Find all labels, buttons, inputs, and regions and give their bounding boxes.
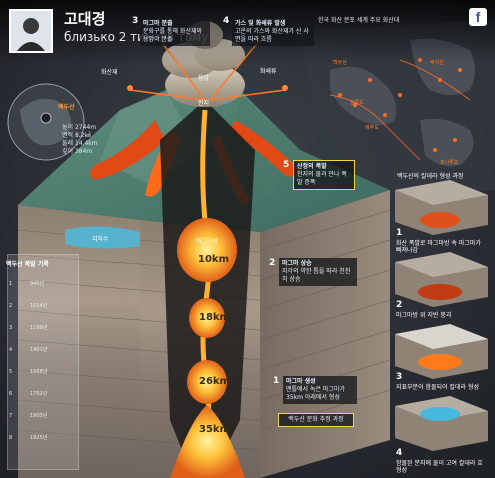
map-title: 한국 화산 분포 세계 주요 화산대 <box>318 17 400 24</box>
step-5-label: 산정의 폭발 <box>297 163 327 170</box>
step-2-label: 마그마 상승 <box>282 260 312 267</box>
table-row-5-no: 6 <box>9 391 13 397</box>
table-row-5-year: 1702년 <box>30 391 48 397</box>
author-avatar[interactable] <box>9 9 53 53</box>
eruption-table-title: 백두산 폭발 기록 <box>6 261 49 268</box>
scenario-4-number: 4 <box>396 448 403 458</box>
step-3-number: 3 <box>132 16 139 26</box>
step-2-callout: 마그마 상승 지각의 약한 틈을 따라 천천히 상승 <box>279 258 357 286</box>
scenario-2-number: 2 <box>396 300 403 310</box>
side-label-0: 화산재 <box>101 69 118 76</box>
depth-label-2: 26km <box>199 376 230 387</box>
step-5-desc: 천지의 물과 만나 폭발 증폭 <box>297 171 347 186</box>
scenario-1-desc: 화산 폭발로 마그마방 속 마그마가 빠져나감 <box>396 240 481 254</box>
facebook-icon[interactable]: f <box>469 8 487 26</box>
step-4-callout: 가스 및 화쇄류 발생 고온의 가스와 화산재가 산 사면을 따라 흐름 <box>232 18 314 46</box>
step-2-desc: 지각의 약한 틈을 따라 천천히 상승 <box>282 268 351 283</box>
table-row-0-no: 1 <box>9 281 13 287</box>
avatar-person-icon <box>11 11 51 51</box>
circle-stat-2: 둘레 14.4km <box>62 140 98 147</box>
table-row-2-no: 3 <box>9 325 13 331</box>
process-title: 백두산 분화 추정 과정 <box>278 413 354 427</box>
table-row-4-year: 1668년 <box>30 369 48 375</box>
step-4-desc: 고온의 가스와 화산재가 산 사면을 따라 흐름 <box>235 28 309 43</box>
table-row-6-no: 7 <box>9 413 13 419</box>
table-row-6-year: 1903년 <box>30 413 48 419</box>
scenario-3-number: 3 <box>396 372 403 382</box>
eruption-table <box>7 254 79 470</box>
scenario-4-desc: 함몰된 분지에 물이 고여 칼데라 호 형성 <box>396 460 483 474</box>
step-1-number: 1 <box>273 376 280 386</box>
scenario-3-desc: 지표부분이 함몰되어 칼데라 형성 <box>396 384 480 391</box>
step-3-desc: 분화구를 통해 화산재와 용암이 분출 <box>143 28 203 43</box>
map-label-0: 백두산 <box>333 60 347 66</box>
depth-label-3: 35km <box>199 424 230 435</box>
side-label-1: 용암 <box>198 75 210 82</box>
table-row-0-year: 946년 <box>30 281 45 287</box>
circle-stat-3: 깊이 384m <box>62 148 93 155</box>
table-row-1-year: 1014년 <box>30 303 48 309</box>
circle-stat-0: 높이 2744m <box>62 124 97 131</box>
map-label-1: 울릉도 <box>350 100 364 106</box>
lake-label: 지하수 <box>92 236 109 243</box>
caldera-label: 천지 <box>198 100 210 107</box>
step-3-label: 마그마 분출 <box>143 20 173 27</box>
table-row-2-year: 1199년 <box>30 325 48 331</box>
step-5-callout: 산정의 폭발 천지의 물과 만나 폭발 증폭 <box>293 160 355 190</box>
circle-title: 백두산 <box>58 104 75 111</box>
scenario-title: 백두산의 칼데라 형성 과정 <box>397 173 464 180</box>
magma-chamber-label: 마그마방 <box>196 238 219 245</box>
map-label-2: 제주도 <box>365 125 379 131</box>
map-label-4: 피나투보 <box>440 160 459 166</box>
step-4-number: 4 <box>223 16 230 26</box>
step-1-desc: 맨틀에서 녹은 마그마가 35km 아래에서 형성 <box>286 386 346 401</box>
table-row-4-no: 5 <box>9 369 13 375</box>
depth-label-1: 18km <box>199 312 230 323</box>
table-row-3-no: 4 <box>9 347 13 353</box>
step-2-number: 2 <box>269 258 276 268</box>
circle-stat-1: 면적 8.2㎢ <box>62 132 91 139</box>
step-1-label: 마그마 생성 <box>286 378 316 385</box>
map-label-3: 후지산 <box>430 60 444 66</box>
table-row-7-no: 8 <box>9 435 13 441</box>
scenario-2-desc: 마그마방 위 지반 붕괴 <box>396 312 452 319</box>
table-row-7-year: 1925년 <box>30 435 48 441</box>
step-3-callout: 마그마 분출 분화구를 통해 화산재와 용암이 분출 <box>140 18 210 46</box>
table-row-3-year: 1401년 <box>30 347 48 353</box>
step-1-callout: 마그마 생성 맨틀에서 녹은 마그마가 35km 아래에서 형성 <box>283 376 357 404</box>
table-row-1-no: 2 <box>9 303 13 309</box>
author-name[interactable]: 고대경 <box>64 10 106 28</box>
scenario-1-number: 1 <box>396 228 403 238</box>
step-4-label: 가스 및 화쇄류 발생 <box>235 20 286 27</box>
side-label-2: 화쇄류 <box>260 68 277 75</box>
step-5-number: 5 <box>283 160 290 170</box>
depth-label-0: 10km <box>198 254 229 265</box>
